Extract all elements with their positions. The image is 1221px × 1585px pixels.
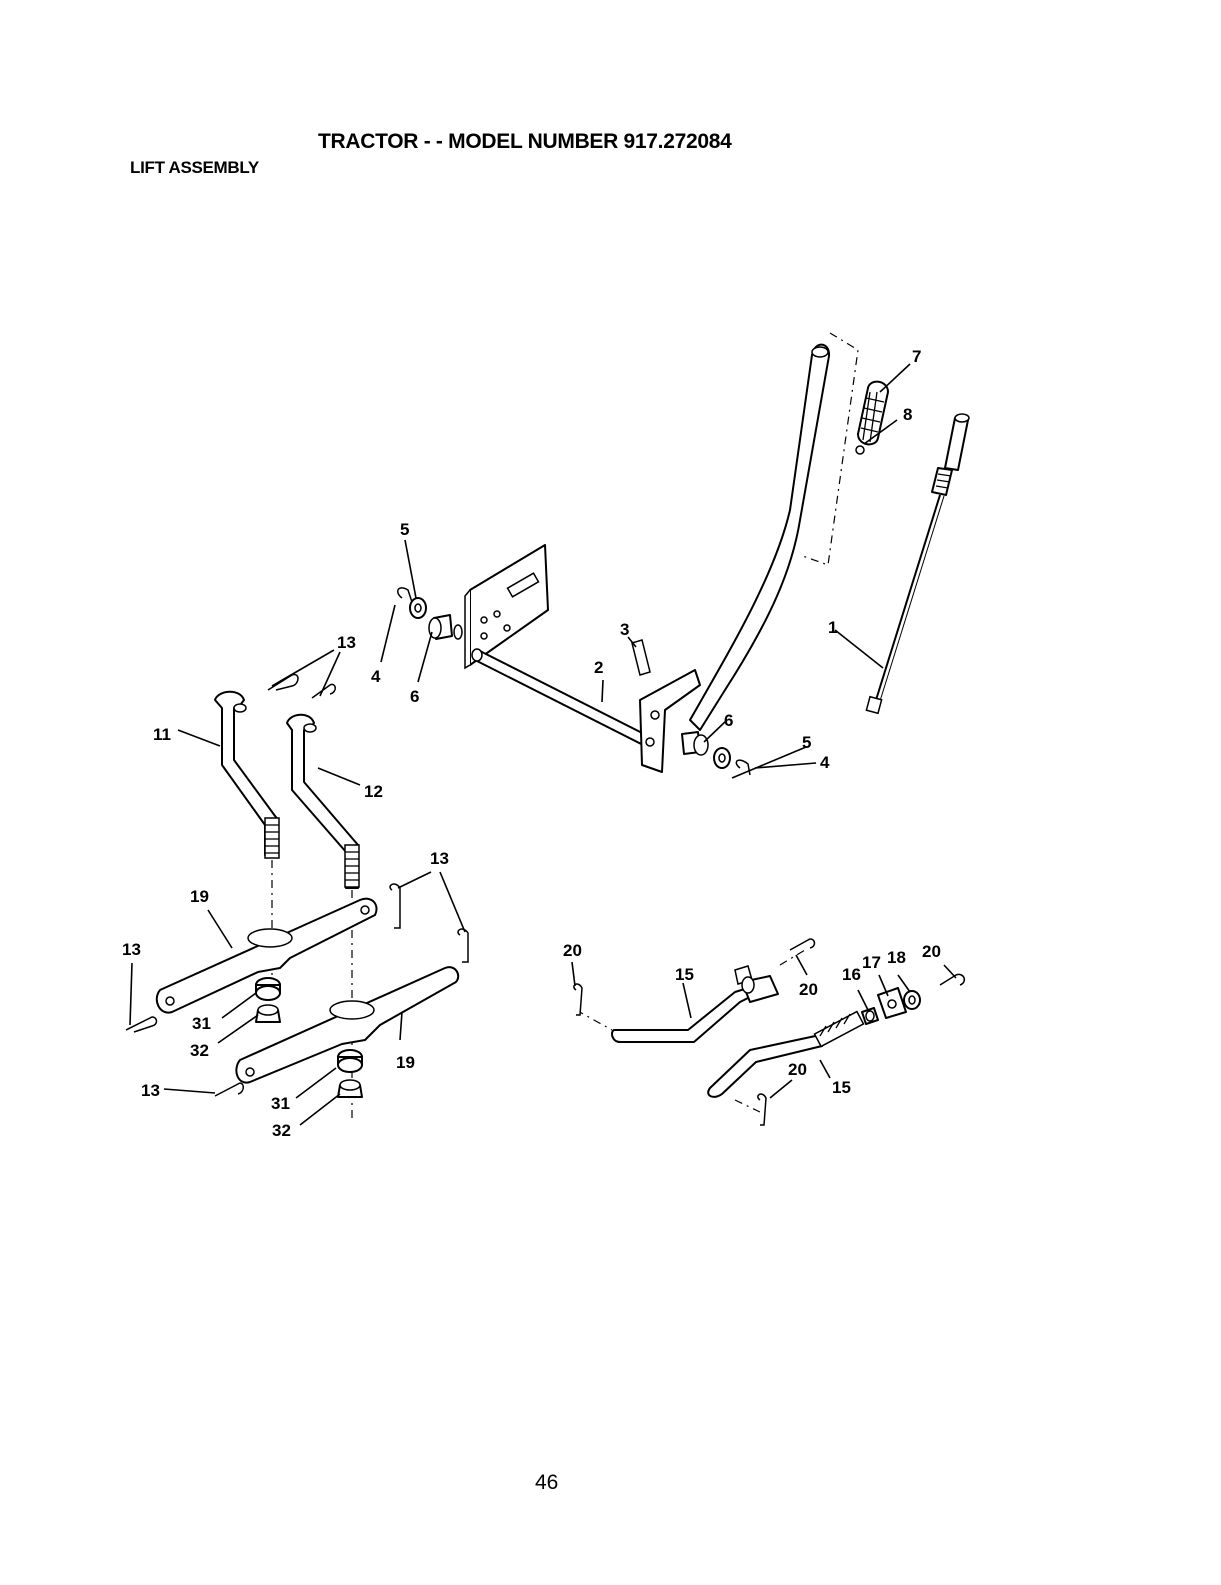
washer-nut-upper [256,978,280,1022]
upper-link-centerline [576,1010,612,1030]
callout-15-upper: 15 [675,965,694,984]
callout-3: 3 [620,620,629,639]
callout-6-left: 6 [410,687,419,706]
callout-32-upper: 32 [190,1041,209,1060]
callout-4-left: 4 [371,667,381,686]
callout-16: 16 [842,965,861,984]
lift-rod [866,414,969,713]
washer-nut-lower [338,1050,362,1097]
handle-grip [858,382,888,445]
lift-link-right [287,715,359,888]
lower-link-centerline [735,1100,760,1112]
callout-5-left: 5 [400,520,409,539]
lift-handle [690,333,858,730]
callout-20-left: 20 [563,941,582,960]
lift-shaft [472,649,660,752]
callout-31-upper: 31 [192,1014,211,1033]
callout-5-right: 5 [802,733,811,752]
callout-19-upper: 19 [190,887,209,906]
upper-pin-centerline [780,950,805,965]
callout-31-lower: 31 [271,1094,290,1113]
left-shaft-hardware [398,588,462,639]
callout-32-lower: 32 [272,1121,291,1140]
callout-13-left: 13 [122,940,141,959]
adjust-hardware [862,988,920,1024]
callout-12: 12 [364,782,383,801]
callout-4-right: 4 [820,753,830,772]
leader-lines [130,364,956,1125]
page-number: 46 [535,1471,558,1495]
callout-20-right: 20 [922,942,941,961]
lift-link-left [215,692,279,858]
callout-11: 11 [153,725,171,744]
callout-1: 1 [828,618,837,637]
callout-6-right: 6 [724,711,733,730]
callout-17: 17 [862,953,881,972]
callout-labels: 1 2 3 4 4 5 5 6 6 7 8 11 12 13 13 13 13 … [122,347,941,1140]
callout-19-lower: 19 [396,1053,415,1072]
callout-20-bottom: 20 [788,1060,807,1079]
callout-20-mid: 20 [799,980,818,999]
adjust-link-upper [612,966,778,1042]
grip-clip [856,446,864,454]
callout-13-top: 13 [337,633,356,652]
callout-13-bottom: 13 [141,1081,160,1100]
callout-8: 8 [903,405,912,424]
right-shaft-hardware [682,732,750,775]
callout-2: 2 [594,658,603,677]
callout-13-mid: 13 [430,849,449,868]
callout-7: 7 [912,347,921,366]
callout-18: 18 [887,948,906,967]
callout-15-lower: 15 [832,1078,851,1097]
